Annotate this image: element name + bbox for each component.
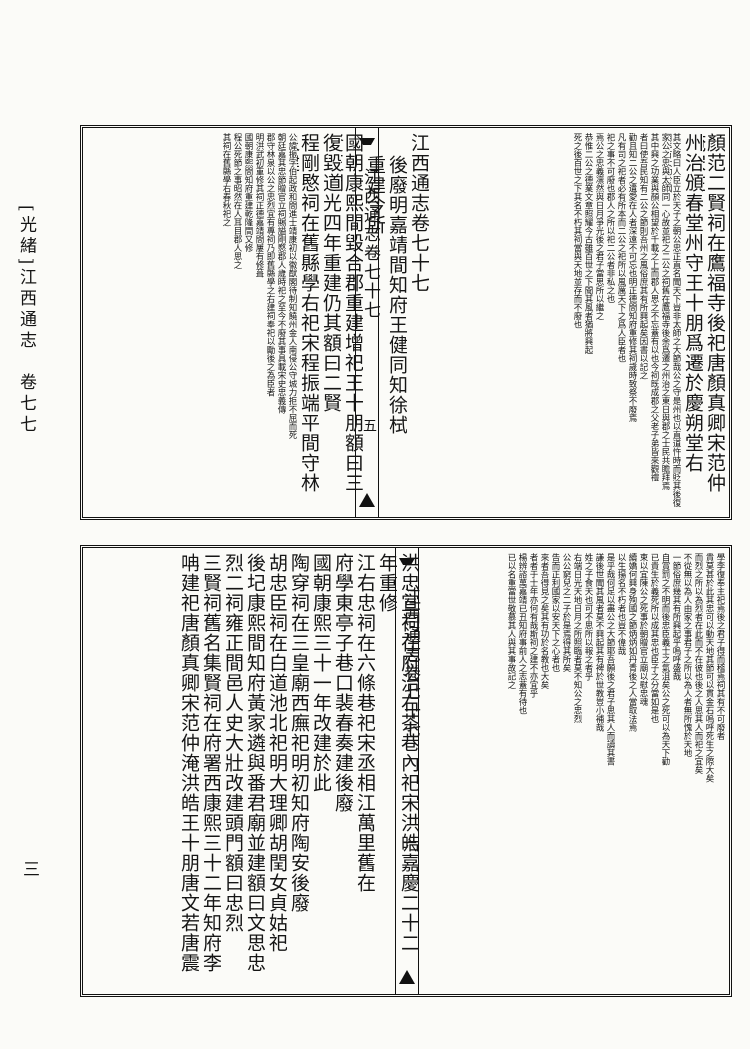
margin-page-number: 三 bbox=[19, 860, 39, 877]
text-column: 恭惟二公之德業文章照耀今古雖百世之下聞其風者猶將興起 bbox=[583, 133, 593, 354]
text-column: 貴莫甚於此其忠可以動天地其節可以貫金石嗚呼死生之際大矣 bbox=[704, 553, 714, 783]
text-column: 呥建祀唐顏真卿宋范仲淹洪皓王十朋唐文若唐震 bbox=[178, 553, 199, 973]
text-column: 公諱振字伯起政和間進士靖康初以徽猷閣待制知饒州金人南侵公守城力拒不屈而死 bbox=[287, 133, 297, 439]
text-column: 後廢明嘉靖間知府王健同知徐栻 bbox=[386, 155, 407, 435]
text-column: 右端日光天地日月之所照臨者莫不知公之忠烈 bbox=[572, 553, 582, 723]
text-column: 烈二祠雍正間邑人史大壯改建頭門額曰忠烈 bbox=[222, 553, 243, 933]
text-column: 年重修 bbox=[376, 553, 397, 613]
text-column: 郡守林泉以公之忠烈宜有專祠乃即舊縣學之右建祠奉祀以勵後之為臣者 bbox=[265, 133, 275, 397]
text-column: 來者吾得見之矣其有功於名教也大矣 bbox=[539, 553, 549, 689]
text-column: 其中興之功業與顏公相望於千載之上而郡人思之不忘蓋有以也今祠既成郡之父老子弟皆來觀… bbox=[649, 133, 659, 482]
text-column: 州治頒春堂州守王十朋爲遷於慶朔堂右 bbox=[682, 133, 703, 473]
text-column: 姓之子食天也可不思所以報之者乎 bbox=[583, 553, 593, 681]
text-column: 一節俗庶幾其有所興起乎嗚呼盛哉 bbox=[671, 553, 681, 681]
bottom-page: 學李復奉主祀焉後之君子得而稽焉祠其有不可廢者貴莫甚於此其忠可以動天地其節可以貫金… bbox=[80, 545, 732, 997]
text-column: 國朝康熙間知府重建乾隆間又修 bbox=[243, 133, 253, 252]
text-column: 明洪武初重修其祠正德嘉靖間屢有修葺 bbox=[254, 133, 264, 278]
margin-title: [光緒]江西通志 卷七七 bbox=[16, 205, 36, 437]
top-page: 顏范二賢祠在鷹福寺後祀唐顏真卿宋范仲淹宋在州治頒春堂州守王十朋爲遷於慶朔堂右其文… bbox=[80, 125, 732, 520]
text-column: 焉公之忠義凛然與日月爭光後之君子當思所以繼之 bbox=[594, 133, 604, 320]
text-column: 程公死節之事昭然在人耳目郡人思之 bbox=[232, 133, 242, 269]
spine-page: 六 bbox=[401, 838, 417, 852]
text-column: 已以名重當世敬慕其人與其事故記之 bbox=[506, 553, 516, 689]
bottom-spine: 江西通志卷七十七 六 bbox=[395, 548, 420, 994]
text-column: 府學東亭子巷口裴春奏建後廢 bbox=[332, 553, 353, 813]
text-column: 不從無以為人由家之事君子之所以為人者無所愧於天地 bbox=[682, 553, 692, 757]
text-column: 洪忠宣祠在府治右茶巷內祀宋洪皓嘉慶二十二 bbox=[398, 553, 419, 953]
text-column: 自賞罰之不明而後忠臣義士之氣沮矣公之死可以為天下勸 bbox=[660, 553, 670, 766]
text-column: 三賢祠舊名集賢祠在府署西康熙三十二年知府李 bbox=[200, 553, 221, 973]
text-column: 復毀道光四年重建仍其額曰二賢 bbox=[320, 133, 341, 413]
text-column: 是乎哉何足以盡公之大節耶吾願後之君子思其人而讀其書 bbox=[605, 553, 615, 766]
text-column: 楊辨諮萬嘉靖已丑知府事前人之志蓋有待也 bbox=[517, 553, 527, 715]
text-column: 者者于士年亦何有哉斯祠之建不亦宜乎 bbox=[528, 553, 538, 698]
text-column: 束以宜陳公之死事於朝贈官立廟以慰忠魂 bbox=[638, 553, 648, 706]
text-column: 謙後世聞其風者莫不興起其有裨於世教豈小補哉 bbox=[594, 553, 604, 732]
top-spine: 江西通志卷七十七 五 bbox=[355, 128, 380, 517]
text-column: 重建今所 bbox=[364, 155, 385, 235]
text-column: 顏范二賢祠在鷹福寺後祀唐顏真卿宋范仲淹宋在 bbox=[703, 133, 725, 493]
spine-page: 五 bbox=[361, 418, 377, 432]
text-column: 祀之事不可廢也郡人之所以祀二公者非私之也 bbox=[605, 133, 615, 303]
text-column: 而烈之所以為烈者在此而不在彼也後之人思其人而祀之宜矣 bbox=[693, 553, 703, 774]
text-column: 凡有司之祀者必有所本而二公之祀所以風厲天下之爲人臣者也 bbox=[616, 133, 626, 363]
text-column: 者曰使吾民知有二公之節則吾州之風俗庶其有所興起矣因書以記之 bbox=[638, 133, 648, 380]
text-column: 江右忠祠在六條巷祀宋丞相江萬里舊在 bbox=[354, 553, 375, 893]
text-column: 以生揚名不朽者也豈不偉哉 bbox=[616, 553, 626, 655]
top-right-text: 顏范二賢祠在鷹福寺後祀唐顏真卿宋范仲淹宋在州治頒春堂州守王十朋爲遷於慶朔堂右其文… bbox=[379, 133, 725, 512]
text-column: 其文略曰人臣立於天子之朝公忠正直名聞天下豈非太師之大節哉公之守是州也以直道忤時而… bbox=[670, 133, 681, 507]
text-column: 朝廷嘉其忠節贈官立祠賜謚剛愍郡人歲時祀之至今不廢其事具載宋史忠義傳 bbox=[276, 133, 286, 414]
text-column: 陶穿祠在三皇廟西廡祀明初知府陶安後廢 bbox=[288, 553, 309, 913]
text-column: 家公之忠與太師同一心故並祀之二公之祠舊在鷹福寺後余爲遷之州治之東日與郡之士民共瞻… bbox=[660, 133, 670, 490]
text-column: 告而正利國家以安天下之心者也 bbox=[550, 553, 560, 672]
text-column: 學李復奉主祀焉後之君子得而稽焉祠其有不可廢者 bbox=[715, 553, 725, 740]
text-column: 後圮康熙間知府黃家遴與番君廟並建額曰文思忠 bbox=[244, 553, 265, 973]
text-column: 國朝康熙間毀合郡重建增祀王十朋額曰三賢正間 bbox=[341, 133, 363, 493]
text-column: 公公窮兒之二子於是焉得其所矣 bbox=[561, 553, 571, 672]
bottom-left-text: 洪忠宣祠在府治右茶巷內祀宋洪皓嘉慶二十二年重修江右忠祠在六條巷祀宋丞相江萬里舊在… bbox=[87, 553, 419, 989]
text-column: 續嬌何興身殉國之節炳炳如丹青後之人當取法焉 bbox=[627, 553, 637, 732]
text-column: 死之後百世之下其名不朽其祠當與天地並存而不廢也 bbox=[572, 133, 582, 329]
text-column: 程剛愍祠在舊縣學右祀宋程振端平間守林泉建 bbox=[297, 133, 319, 493]
text-column: 國朝康熙三十一年改建於此 bbox=[310, 553, 331, 793]
text-column: 胡忠臣祠在白道池北祀明大理卿胡閏女貞姑祀 bbox=[266, 553, 287, 953]
text-column: 已貴生於義死所以成其忠也臣子之分當如是也 bbox=[649, 553, 659, 723]
text-column: 其祠在舊縣學右春秋祀之 bbox=[221, 133, 231, 227]
spine-title: 江西通志卷七十七 bbox=[400, 588, 420, 740]
top-left-text: 江西通志卷七十七後廢明嘉靖間知府王健同知徐栻重建今所國朝康熙間毀合郡重建增祀王十… bbox=[87, 133, 429, 512]
bottom-right-text: 學李復奉主祀焉後之君子得而稽焉祠其有不可廢者貴莫甚於此其忠可以動天地其節可以貫金… bbox=[419, 553, 725, 989]
spine-title: 江西通志卷七十七 bbox=[360, 168, 380, 320]
text-column: 江西通志卷七十七 bbox=[408, 133, 429, 293]
text-column: 勸且知二公之遺愛在人者深遠不可忘也明正德間知府重修其祠歲時致祭不廢焉 bbox=[627, 133, 637, 422]
